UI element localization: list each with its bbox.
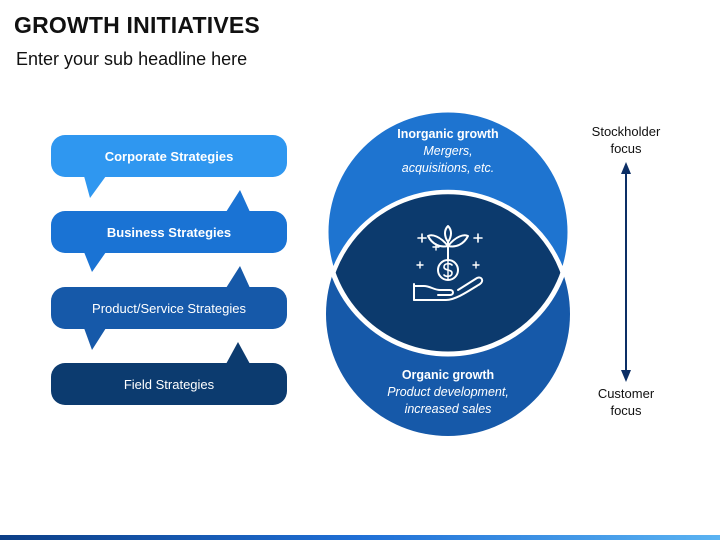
inorganic-growth-line2: acquisitions, etc. — [401, 161, 495, 175]
organic-growth-text: Organic growth Product development, incr… — [348, 367, 548, 418]
inorganic-growth-heading: Inorganic growth — [397, 127, 499, 141]
customer-focus-label: Customer focus — [571, 385, 681, 419]
focus-arrow — [621, 162, 631, 382]
page-title: GROWTH INITIATIVES — [14, 12, 260, 38]
footer-gradient-bar — [0, 535, 720, 540]
venn-overlap — [326, 192, 570, 354]
bubble-tail-field-up — [226, 342, 250, 364]
customer-focus-line2: focus — [610, 403, 642, 418]
strategy-corporate: Corporate Strategies — [51, 135, 287, 177]
page-subtitle: Enter your sub headline here — [16, 49, 248, 69]
money-plant-hand-icon — [413, 225, 484, 301]
organic-growth-line1: Product development, — [387, 385, 509, 399]
organic-growth-heading: Organic growth — [401, 368, 495, 382]
stockholder-focus-label: Stockholder focus — [571, 123, 681, 157]
strategy-business: Business Strategies — [51, 211, 287, 253]
stockholder-focus-line1: Stockholder — [591, 124, 661, 139]
bubble-tail-business-down — [84, 252, 106, 272]
bubble-tail-corporate — [84, 176, 106, 198]
strategy-field: Field Strategies — [51, 363, 287, 405]
bubble-tail-product-down — [84, 328, 106, 350]
bubble-tail-business-up — [226, 190, 250, 212]
customer-focus-line1: Customer — [597, 386, 655, 401]
bubble-tail-product-up — [226, 266, 250, 288]
inorganic-growth-text: Inorganic growth Mergers, acquisitions, … — [348, 126, 548, 177]
stockholder-focus-line2: focus — [610, 141, 642, 156]
venn-outline-bottom-arc — [326, 189, 570, 354]
strategy-product-service: Product/Service Strategies — [51, 287, 287, 329]
inorganic-growth-line1: Mergers, — [423, 144, 473, 158]
organic-growth-line2: increased sales — [404, 402, 492, 416]
